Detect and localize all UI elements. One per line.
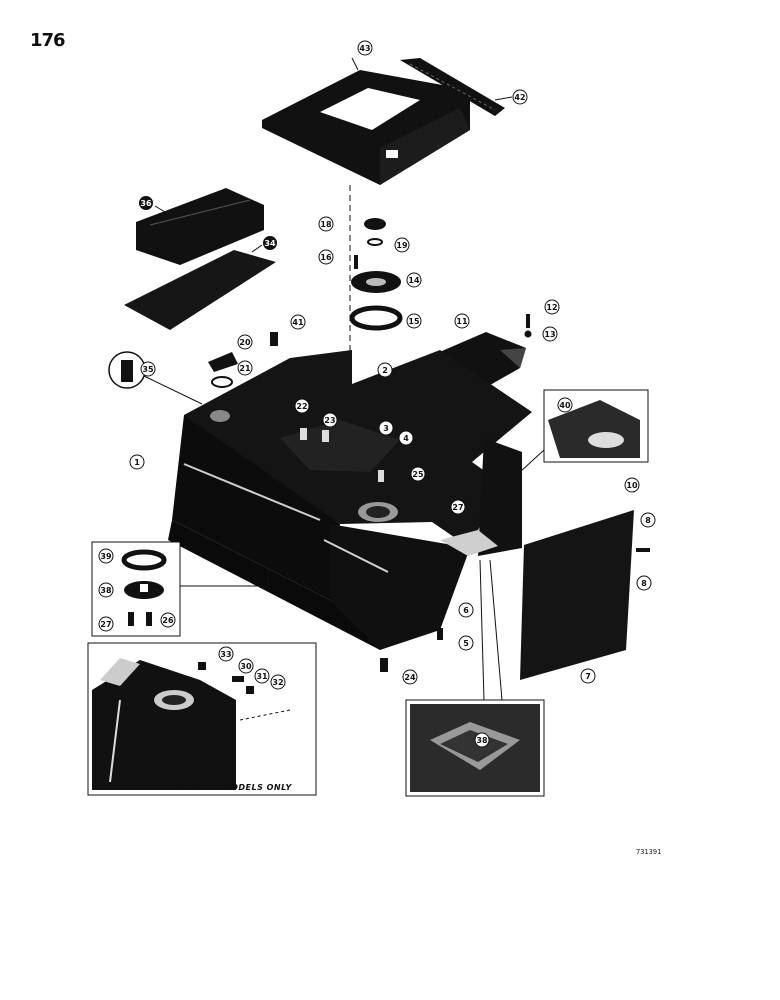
svg-text:8: 8 [645,516,651,525]
svg-text:19: 19 [396,241,408,250]
svg-text:27: 27 [452,503,463,512]
svg-text:35: 35 [142,365,154,374]
callout-41: 41 [290,314,306,330]
svg-text:10: 10 [626,481,638,490]
page-number: 176 [30,30,66,51]
callout-24: 24 [402,669,418,685]
svg-text:5: 5 [463,639,469,648]
inset-bracket-bottom [405,699,545,797]
callout-16: 16 [318,249,334,265]
svg-text:32: 32 [272,678,283,687]
callout-12: 12 [544,299,560,315]
seat-cushion [136,188,264,265]
callout-42: 42 [512,89,528,105]
callouts: 43 42 36 34 18 19 16 14 15 12 13 11 41 2… [98,40,656,748]
callout-33: 33 [218,646,234,662]
svg-text:41: 41 [292,318,304,327]
drawbar-note: DRAWBAR MODELS ONLY [170,783,292,792]
callout-5: 5 [458,635,474,651]
seat-frame [262,70,470,185]
callout-38: 38 [98,582,114,598]
callout-2: 2 [377,362,393,378]
figure-code: 731391 [636,848,662,856]
inset-drawbar: DRAWBAR MODELS ONLY [87,642,317,796]
svg-text:42: 42 [514,93,525,102]
svg-text:30: 30 [240,662,252,671]
callout-38b: 38 [474,732,490,748]
svg-text:1: 1 [134,458,140,467]
svg-text:27: 27 [100,620,111,629]
svg-text:24: 24 [404,673,416,682]
filler-cap-assembly [349,218,403,331]
svg-text:23: 23 [324,416,335,425]
svg-text:14: 14 [408,276,420,285]
callout-31: 31 [254,668,270,684]
callout-30: 30 [238,658,254,674]
callout-13: 13 [542,326,558,342]
svg-text:18: 18 [320,220,332,229]
svg-text:39: 39 [100,552,112,561]
side-panel [520,510,634,680]
svg-text:33: 33 [220,650,231,659]
callout-32: 32 [270,674,286,690]
svg-text:36: 36 [140,199,152,208]
callout-26: 26 [160,612,176,628]
callout-23: 23 [322,412,338,428]
svg-text:12: 12 [546,303,557,312]
svg-text:8: 8 [641,579,647,588]
callout-7: 7 [580,668,596,684]
callout-27: 27 [450,499,466,515]
callout-3: 3 [378,420,394,436]
callout-11: 11 [454,313,470,329]
svg-text:3: 3 [383,424,389,433]
svg-text:15: 15 [408,317,420,326]
callout-19: 19 [394,237,410,253]
svg-text:38: 38 [476,736,488,745]
callout-39: 39 [98,548,114,564]
callout-21: 21 [237,360,253,376]
svg-text:11: 11 [456,317,468,326]
floor-mat [124,250,276,330]
callout-25: 25 [410,466,426,482]
callout-40: 40 [557,397,573,413]
callout-4: 4 [398,430,414,446]
seat-rail [400,58,505,116]
callout-10: 10 [624,477,640,493]
svg-text:22: 22 [296,402,307,411]
svg-text:38: 38 [100,586,112,595]
callout-34: 34 [263,236,277,250]
svg-text:21: 21 [239,364,251,373]
svg-text:20: 20 [239,338,251,347]
callout-15: 15 [406,313,422,329]
callout-8a: 8 [640,512,656,528]
svg-text:16: 16 [320,253,332,262]
svg-text:43: 43 [359,44,370,53]
callout-35: 35 [140,361,156,377]
svg-text:34: 34 [264,239,276,248]
callout-18: 18 [318,216,334,232]
callout-20: 20 [237,334,253,350]
svg-text:40: 40 [559,401,571,410]
callout-27b: 27 [98,616,114,632]
top-fittings [208,332,384,482]
svg-text:4: 4 [403,434,409,443]
callout-8b: 8 [636,575,652,591]
svg-text:6: 6 [463,606,469,615]
callout-22: 22 [294,398,310,414]
svg-text:7: 7 [585,672,591,681]
callout-43: 43 [357,40,373,56]
callout-1: 1 [129,454,145,470]
svg-text:25: 25 [412,470,424,479]
svg-text:26: 26 [162,616,174,625]
inset-bracket [519,389,649,473]
callout-36: 36 [139,196,153,210]
inset-plug [108,351,203,405]
svg-text:13: 13 [544,330,555,339]
svg-text:2: 2 [382,366,388,375]
fuel-tank-body [168,350,532,650]
svg-text:31: 31 [256,672,268,681]
callout-14: 14 [406,272,422,288]
callout-6: 6 [458,602,474,618]
